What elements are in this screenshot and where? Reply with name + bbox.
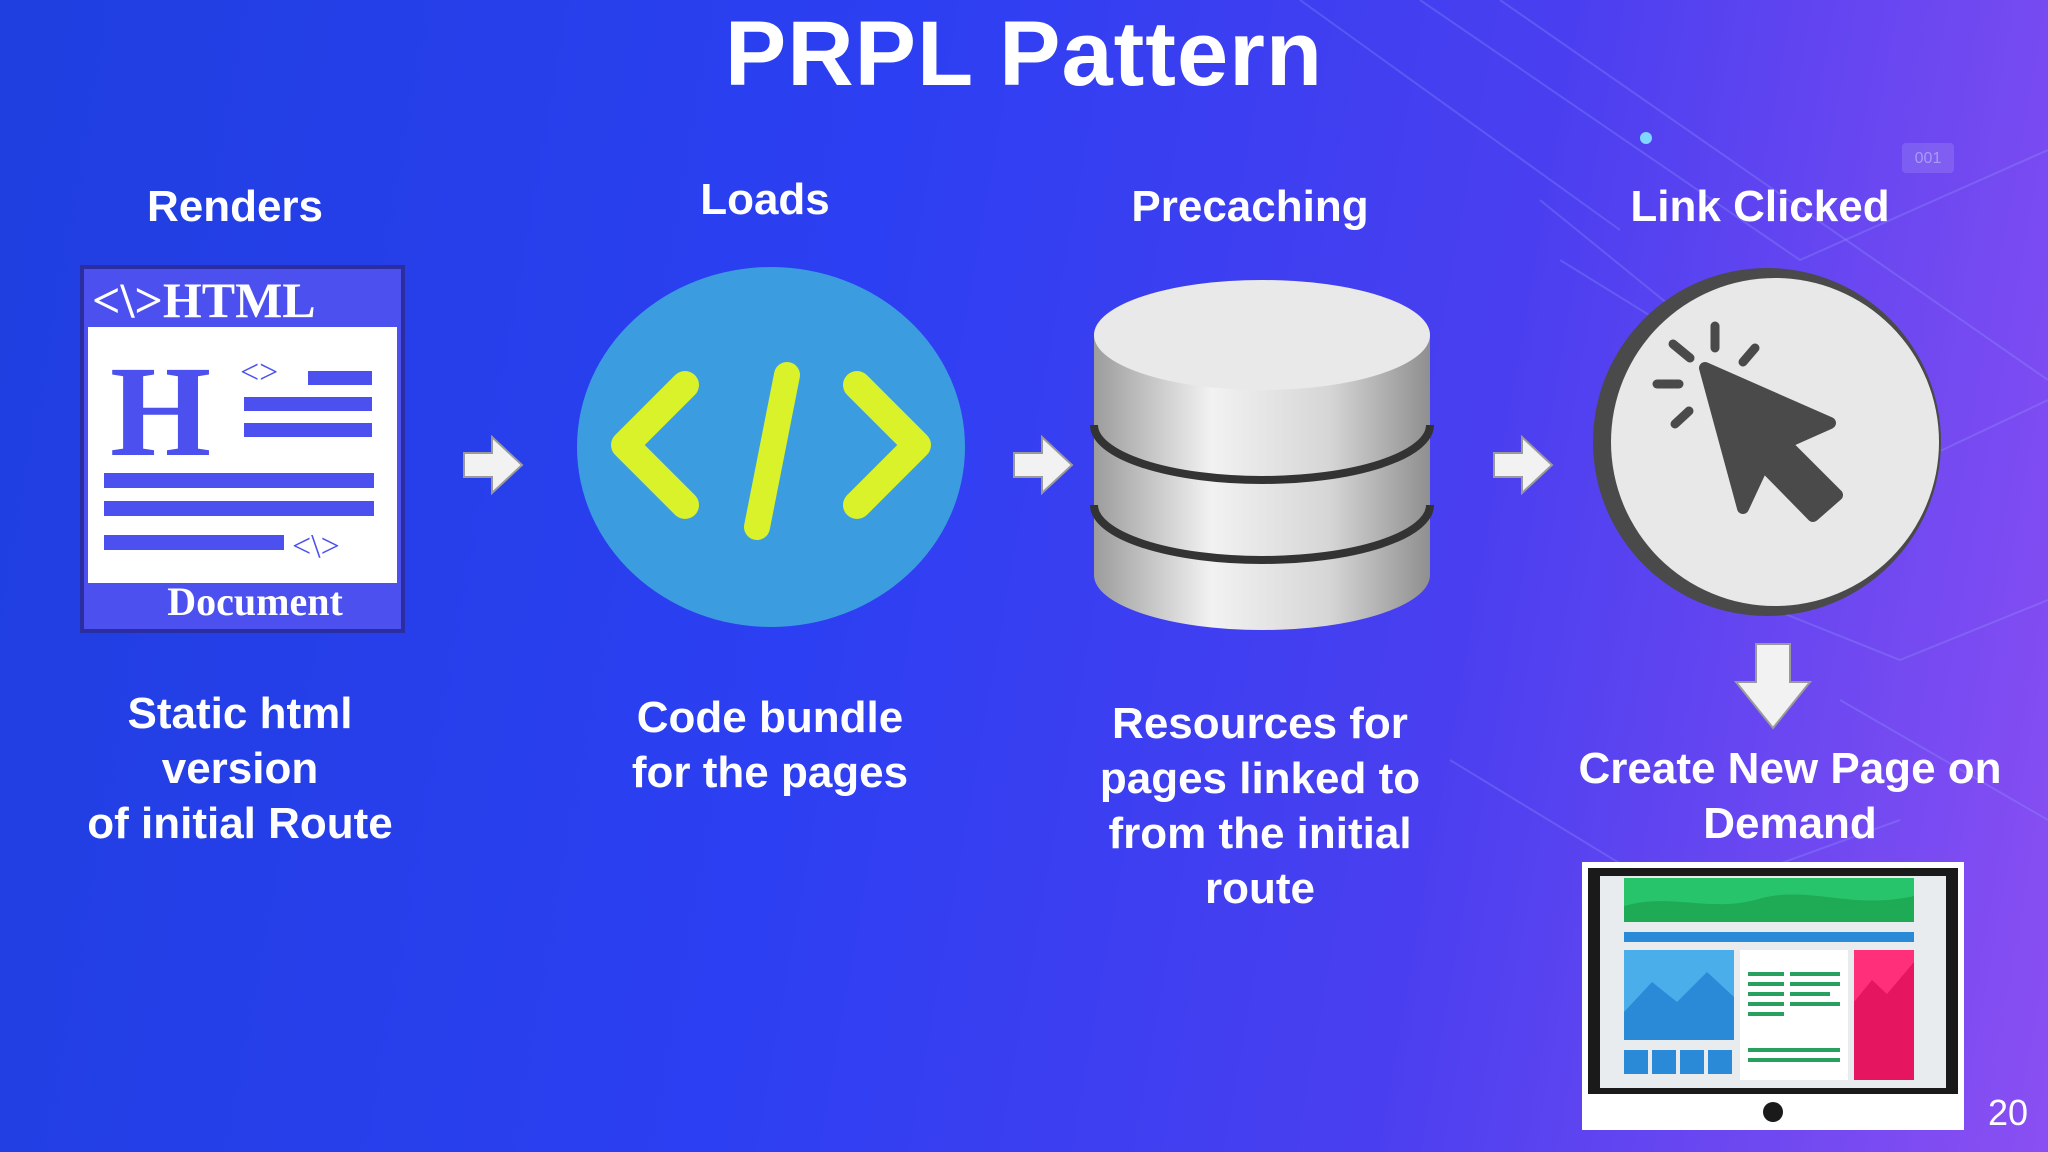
arrow-down-icon [1734,643,1812,730]
html-icon-tag-close: <\> [292,528,340,565]
caption-line: Create New Page on [1578,744,2002,793]
caption-line: for the pages [631,748,909,797]
step-label-renders: Renders [146,182,324,231]
caption-loads: Code bundle for the pages [580,690,960,800]
html-icon-footer: Document [167,579,343,624]
caption-line: version [161,744,319,793]
arrow-right-icon [1493,435,1554,495]
html-icon-letter: H [110,340,211,484]
code-icon [577,267,965,627]
caption-line: pages linked to [1099,754,1421,803]
caption-line: Static html [127,689,353,738]
monitor-webpage-icon [1582,862,1964,1130]
arrow-right-icon [463,435,524,495]
page-number: 20 [1987,1092,2028,1133]
html-icon-tag-open: <> [240,354,278,391]
caption-line: of initial Route [87,799,393,848]
caption-line: Resources for [1112,699,1408,748]
cursor-click-icon [1593,268,1941,616]
caption-link-clicked: Create New Page on Demand [1540,741,2040,851]
step-label-precaching: Precaching [1131,182,1369,231]
html-document-icon: <\>HTML H <> <\> Document [80,265,405,633]
page-title: PRPL Pattern [724,3,1324,105]
caption-precaching: Resources for pages linked to from the i… [1060,696,1460,916]
caption-line: Code bundle [636,693,904,742]
caption-line: from the initial [1108,809,1412,858]
caption-renders: Static html version of initial Route [50,686,430,851]
caption-line: Demand [1703,799,1877,848]
arrow-right-icon [1013,435,1074,495]
bg-badge: 001 [1915,150,1942,167]
step-label-loads: Loads [700,175,830,224]
html-icon-header: <\>HTML [92,272,316,328]
caption-line: route [1205,864,1315,913]
database-icon [1090,280,1434,630]
step-label-link-clicked: Link Clicked [1630,182,1890,231]
